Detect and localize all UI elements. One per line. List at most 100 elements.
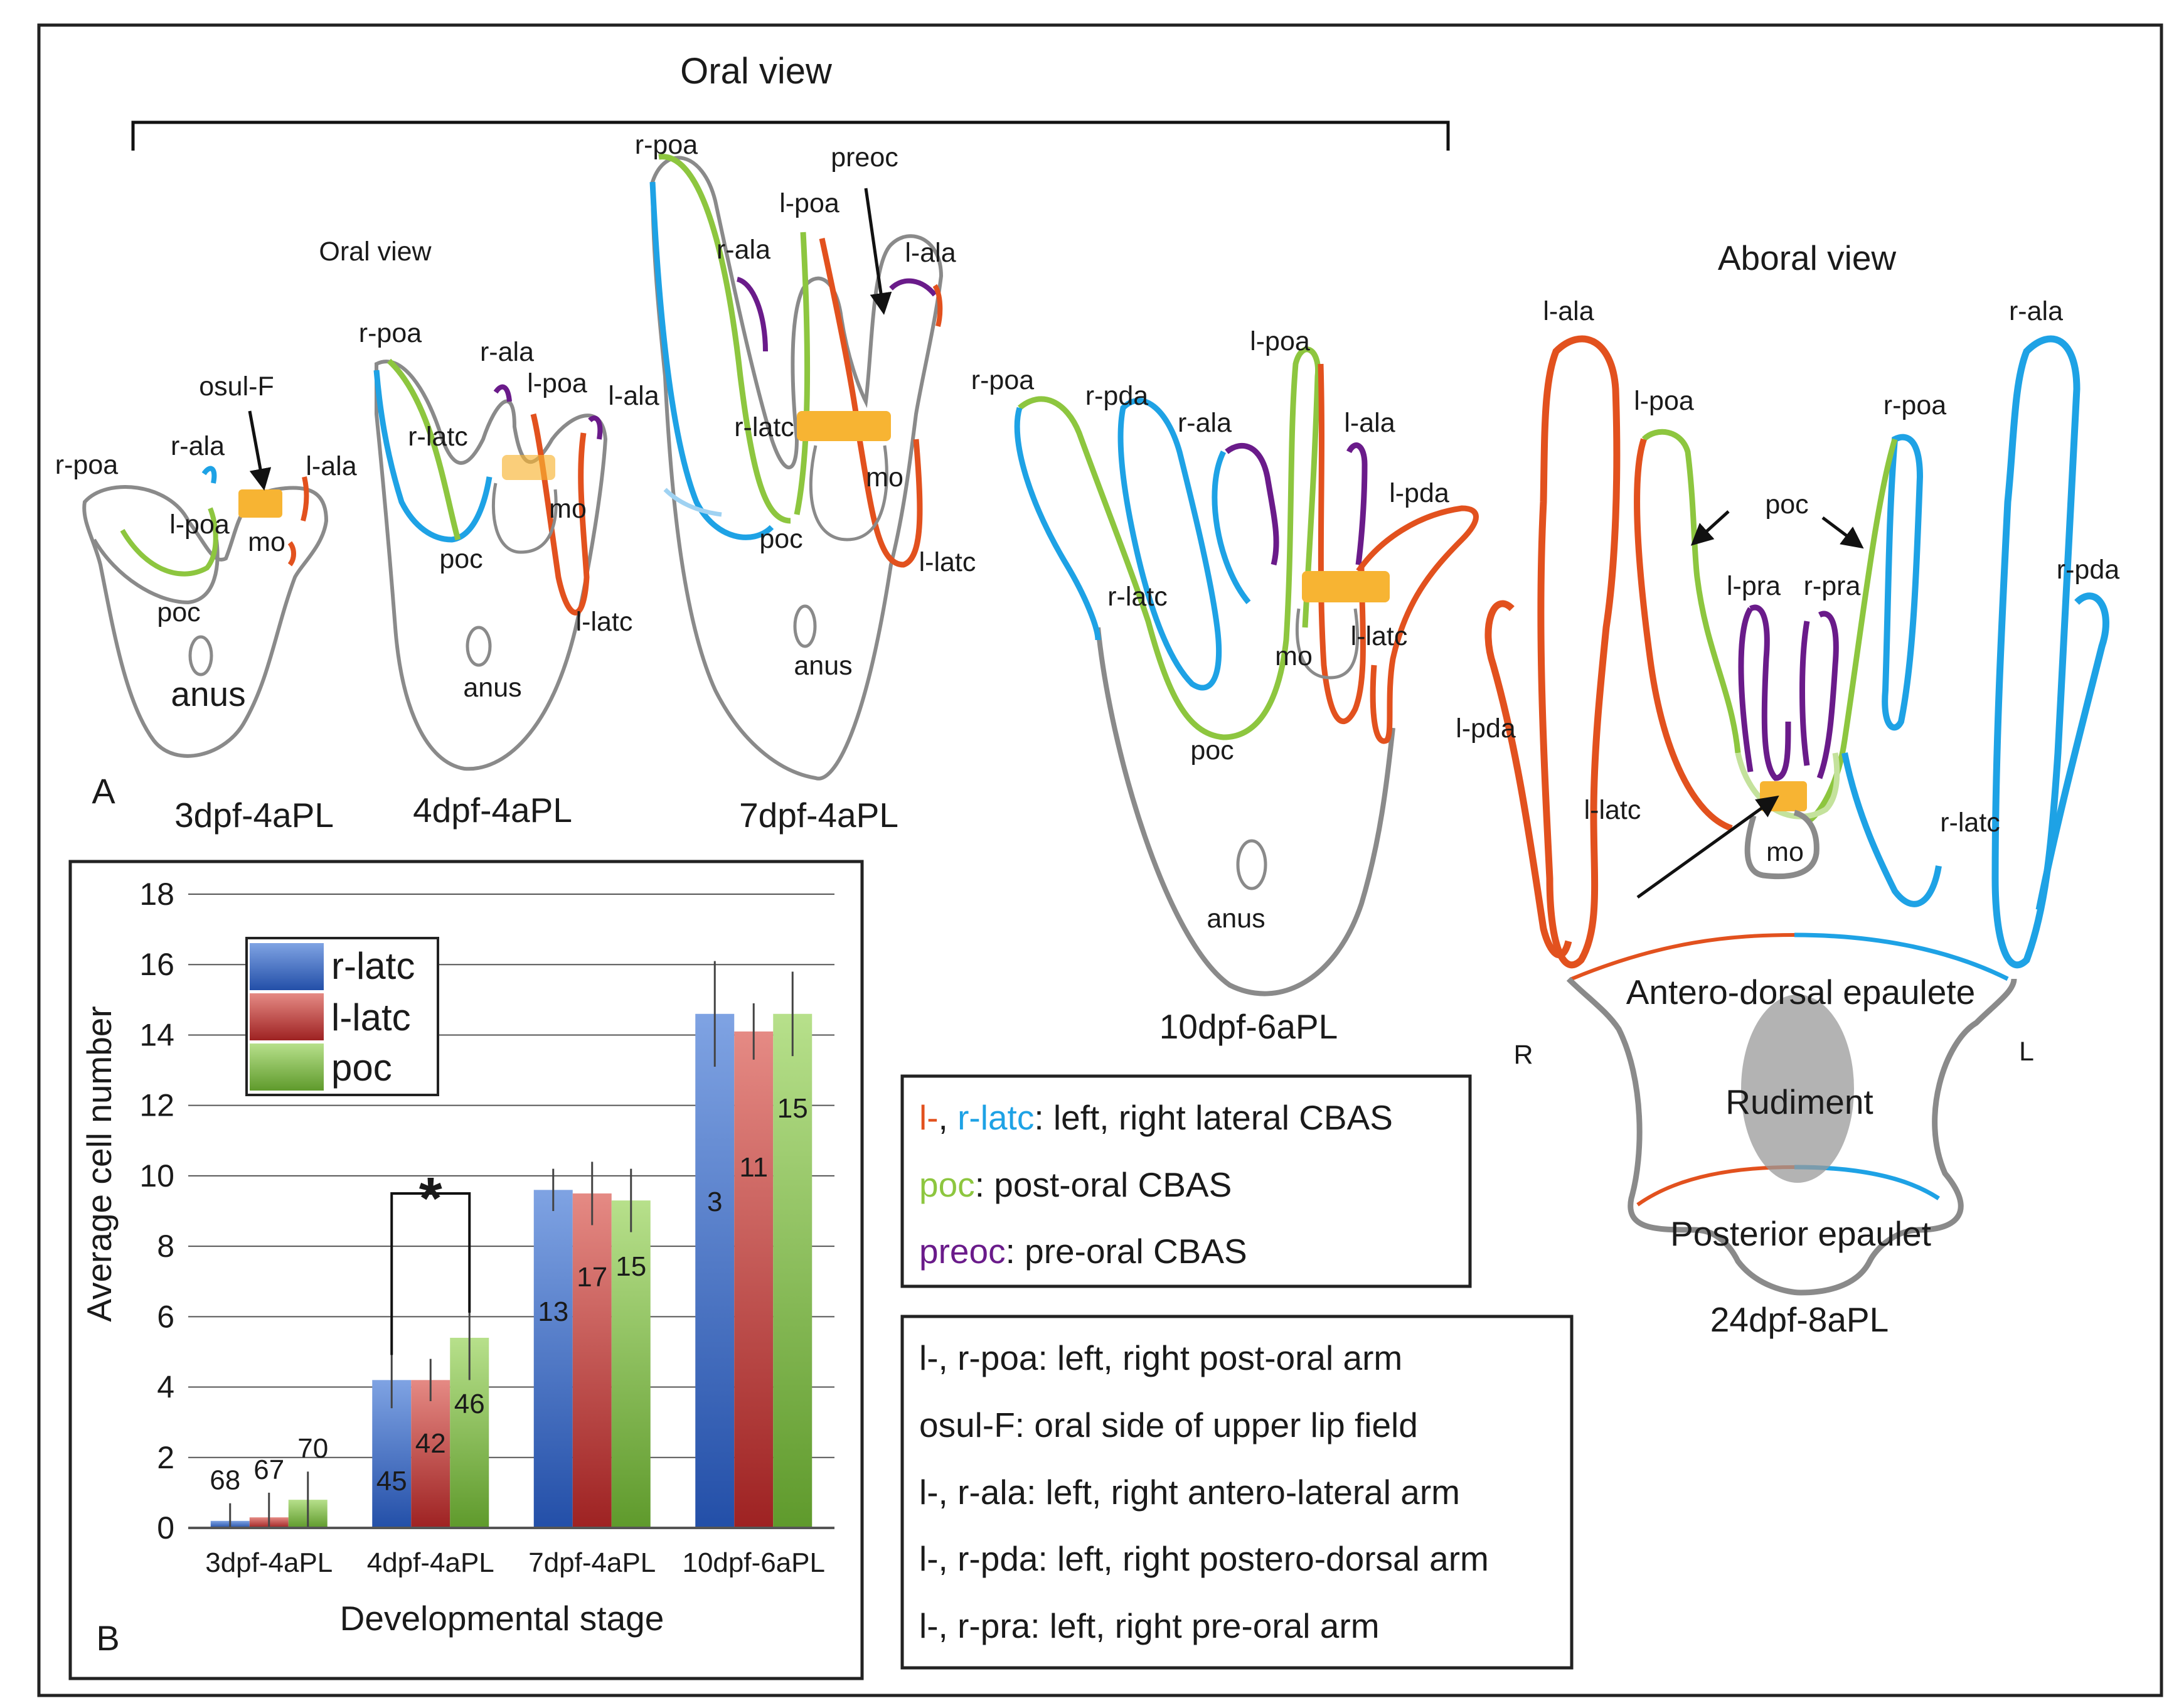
chart-y-tick-label: 14 bbox=[139, 1017, 174, 1052]
larva-10dpf-l-pda-band bbox=[1356, 505, 1479, 744]
chart-y-tick-label: 6 bbox=[157, 1299, 174, 1334]
chart-n-label: 3 bbox=[707, 1187, 722, 1217]
abbreviation-legend-box: l-, r-poa: left, right post-oral arm osu… bbox=[900, 1315, 1574, 1670]
chart-bar bbox=[411, 1380, 450, 1528]
stage-label-24dpf: 24dpf-8aPL bbox=[1710, 1300, 1889, 1339]
larva-24dpf-r-pra-arm bbox=[1816, 611, 1839, 779]
chart-y-tick-label: 18 bbox=[139, 877, 174, 912]
label-preoc: preoc bbox=[831, 142, 898, 173]
label-r-side: R bbox=[1513, 1040, 1533, 1070]
label-l-latc: l-latc bbox=[1351, 621, 1408, 651]
label-r-pra: r-pra bbox=[1804, 571, 1861, 601]
larva-10dpf-poc-band bbox=[1018, 346, 1321, 740]
label-anus: anus bbox=[463, 673, 521, 703]
legend-line-preoc: preoc: pre-oral CBAS bbox=[919, 1232, 1247, 1271]
stage-label-4dpf: 4dpf-4aPL bbox=[413, 791, 572, 830]
label-l-latc: l-latc bbox=[1584, 795, 1641, 825]
label-l-pda: l-pda bbox=[1389, 478, 1449, 508]
legend-l-prefix: l- bbox=[919, 1098, 939, 1137]
chart-n-label: 17 bbox=[577, 1262, 607, 1293]
larva-7dpf-r-ala-preoc bbox=[736, 277, 768, 352]
stage-label-10dpf: 10dpf-6aPL bbox=[1159, 1007, 1338, 1046]
larva-3dpf-outline bbox=[82, 485, 329, 758]
label-l-ala: l-ala bbox=[608, 381, 659, 411]
legend-label-poc: poc bbox=[331, 1047, 392, 1089]
chart-n-label: 42 bbox=[415, 1428, 446, 1459]
larva-4dpf-outline bbox=[375, 360, 608, 771]
larva-4dpf-r-latc-band bbox=[373, 370, 493, 543]
larva-7dpf-osul-field bbox=[797, 411, 891, 441]
chart-bar bbox=[734, 1031, 774, 1528]
chart-n-label: 15 bbox=[777, 1093, 808, 1124]
oral-view-bracket-label: Oral view bbox=[680, 51, 833, 92]
chart-y-tick-label: 0 bbox=[157, 1510, 174, 1545]
larva-24dpf-osul-field bbox=[1760, 781, 1807, 811]
label-r-ala: r-ala bbox=[2009, 296, 2063, 326]
larva-10dpf-r-ala-preoc bbox=[1225, 443, 1279, 566]
legend-swatch-poc bbox=[250, 1043, 324, 1091]
label-r-poa: r-poa bbox=[55, 450, 118, 480]
legend-preoc-desc: : pre-oral CBAS bbox=[1006, 1232, 1247, 1271]
larva-4dpf-r-ala-preoc bbox=[493, 384, 512, 402]
larva-3dpf-anus-ring bbox=[188, 635, 213, 676]
larva-24dpf-mouth bbox=[1744, 809, 1820, 880]
larva-24dpf-antero-dorsal-right bbox=[1794, 932, 2009, 981]
label-poc: poc bbox=[439, 544, 482, 574]
label-r-latc: r-latc bbox=[1107, 582, 1168, 612]
larva-24dpf-rudiment bbox=[1741, 995, 1854, 1183]
chart-n-label: 68 bbox=[210, 1465, 240, 1496]
chart-y-tick-label: 4 bbox=[157, 1370, 174, 1405]
figure-frame bbox=[37, 23, 2163, 1697]
legend-poc-desc: : post-oral CBAS bbox=[975, 1165, 1232, 1204]
larva-7dpf-anus-ring bbox=[793, 604, 817, 648]
larva-3dpf-l-ala-band bbox=[301, 476, 309, 522]
label-l-poa: l-poa bbox=[169, 510, 230, 540]
label-r-latc: r-latc bbox=[408, 422, 468, 452]
panel-a: Oral view A r-poa r-ala osul-F l-ala l-p… bbox=[55, 51, 2119, 1339]
chart-significance-bracket bbox=[390, 1192, 471, 1355]
oral-view-bracket bbox=[131, 120, 1450, 151]
larva-7dpf-l-latc-band bbox=[819, 238, 923, 568]
larva-24dpf-r-latc-band bbox=[1841, 752, 1942, 907]
label-l-pra: l-pra bbox=[1727, 571, 1781, 601]
legend-preoc: preoc bbox=[919, 1232, 1006, 1271]
oral-view-small-label: Oral view bbox=[319, 237, 432, 267]
color-legend-box: l-, r-latc: left, right lateral CBAS poc… bbox=[900, 1074, 1472, 1288]
chart-y-tick-label: 10 bbox=[139, 1158, 174, 1193]
label-r-ala: r-ala bbox=[717, 235, 770, 265]
aboral-view-label: Aboral view bbox=[1718, 238, 1897, 277]
chart-legend: r-latc l-latc poc bbox=[245, 937, 439, 1096]
larva-3dpf-r-ala-band bbox=[201, 466, 217, 484]
label-anus: anus bbox=[794, 651, 852, 681]
larva-7dpf-l-ala-tip bbox=[932, 284, 943, 327]
larva-10dpf-osul-field bbox=[1302, 571, 1390, 602]
larva-24dpf-l-ala-arm bbox=[1537, 335, 1621, 969]
larva-7dpf-l-ala-preoc bbox=[889, 278, 937, 297]
label-poc: poc bbox=[1765, 489, 1808, 520]
larva-24dpf-l-pra-arm-inner bbox=[1738, 607, 1754, 772]
chart-n-label: 46 bbox=[454, 1389, 485, 1419]
label-l-side: L bbox=[2019, 1037, 2034, 1067]
larva-3dpf-osul-f-field bbox=[238, 489, 282, 518]
legend-label-l-latc: l-latc bbox=[331, 996, 411, 1038]
larva-10dpf-r-latc-band bbox=[1014, 407, 1101, 641]
chart-y-tick-label: 12 bbox=[139, 1088, 174, 1123]
larva-24dpf-mouth-arrow bbox=[1636, 795, 1779, 899]
larva-7dpf-r-latc-band bbox=[649, 181, 774, 540]
abbrev-ala: l-, r-ala: left, right antero-lateral ar… bbox=[919, 1473, 1460, 1512]
label-r-latc: r-latc bbox=[734, 412, 794, 442]
label-poc: poc bbox=[157, 597, 200, 627]
larva-24dpf-poc-light bbox=[1735, 752, 1840, 819]
label-mo: mo bbox=[549, 494, 587, 524]
legend-swatch-l-latc bbox=[250, 993, 324, 1040]
chart-n-label: 45 bbox=[376, 1466, 407, 1497]
legend-line-latc: l-, r-latc: left, right lateral CBAS bbox=[919, 1098, 1393, 1137]
chart-n-label: 11 bbox=[739, 1152, 768, 1183]
larva-24dpf-r-poa-green bbox=[1805, 438, 1898, 825]
color-legend-frame bbox=[900, 1074, 1472, 1288]
larva-3dpf-poc-band bbox=[120, 507, 218, 577]
abbrev-poa: l-, r-poa: left, right post-oral arm bbox=[919, 1338, 1402, 1377]
